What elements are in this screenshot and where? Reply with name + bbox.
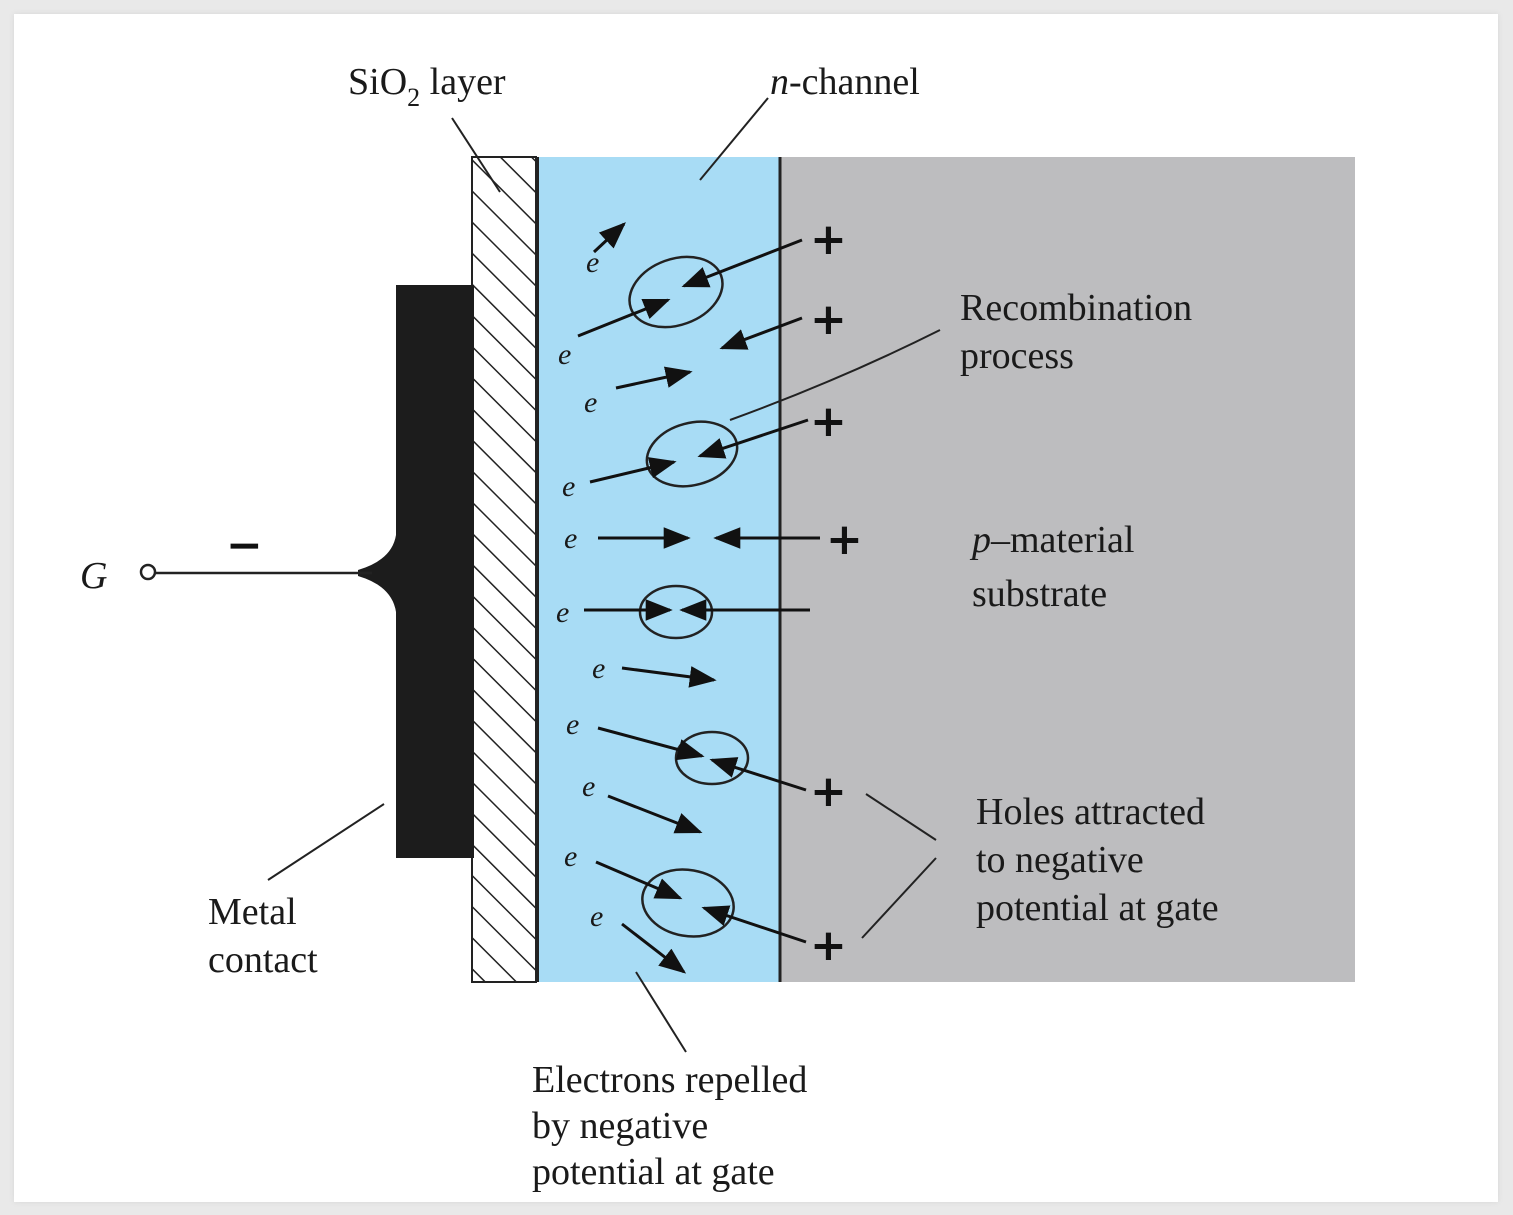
gate-flare — [358, 535, 396, 612]
electrons-line-2: by negative — [532, 1105, 708, 1147]
electron-symbol: e — [566, 708, 579, 741]
sio2-leader — [451, 117, 501, 193]
n-channel-region — [538, 157, 780, 982]
hole-arrow — [709, 757, 807, 792]
metal-line-2: contact — [208, 939, 318, 981]
electron-symbol: e — [584, 386, 597, 419]
metal-leader — [267, 803, 385, 881]
hole-arrow — [697, 418, 809, 459]
recombination-label: Recombination process — [960, 287, 1202, 377]
substrate-label: substrate — [972, 573, 1107, 615]
hole-symbol: + — [810, 214, 847, 265]
p-material-label: p–material — [969, 519, 1134, 561]
n-channel-leader — [699, 97, 769, 181]
recombination-leader — [729, 329, 941, 421]
p-material-rest: –material — [990, 519, 1134, 561]
electron-symbol: e — [562, 470, 575, 503]
carrier-arrows — [577, 222, 820, 974]
electron-arrow — [595, 860, 683, 900]
hole-symbol: + — [810, 920, 847, 971]
holes-leader — [861, 793, 937, 939]
electrons-line-3: potential at gate — [532, 1151, 775, 1193]
p-substrate-region — [780, 157, 1355, 982]
electron-symbol: e — [592, 652, 605, 685]
gate-label: G — [80, 555, 107, 597]
metal-line-1: Metal — [208, 891, 297, 933]
electrons-line-1: Electrons repelled — [532, 1059, 807, 1101]
hole-symbol: + — [810, 396, 847, 447]
holes-line-2: to negative — [976, 839, 1144, 881]
sio2-label: SiO2 layer — [348, 61, 506, 112]
hole-symbol: + — [810, 294, 847, 345]
metal-contact — [396, 285, 474, 858]
hole-arrow — [719, 316, 803, 350]
sio2-layer — [471, 156, 537, 983]
electrons-leader — [635, 971, 687, 1053]
electron-arrow — [607, 794, 703, 834]
hole-symbol: + — [826, 514, 863, 565]
electron-symbol: e — [556, 596, 569, 629]
electron-arrow — [597, 726, 705, 761]
electrons: e e e e e e e e e e e — [556, 246, 605, 933]
recombination-ellipse — [628, 255, 724, 329]
electron-arrow — [592, 222, 626, 254]
sio2-label-subscript: 2 — [407, 83, 420, 112]
holes-label: Holes attracted to negative potential at… — [976, 791, 1219, 929]
electron-arrow — [589, 457, 677, 484]
n-channel-label-italic: n — [770, 61, 789, 103]
holes-line-3: potential at gate — [976, 887, 1219, 929]
recombination-ellipse — [645, 420, 739, 488]
electron-arrow — [621, 922, 687, 974]
recombination-ellipse — [638, 584, 714, 640]
recombination-ellipse — [641, 868, 735, 938]
electrons-label: Electrons repelled by negative potential… — [532, 1059, 817, 1193]
electron-arrow — [615, 366, 693, 390]
holes: + + + + + + — [810, 214, 863, 971]
hole-arrow — [701, 905, 807, 944]
metal-contact-label: Metal contact — [208, 891, 318, 981]
electron-symbol: e — [590, 900, 603, 933]
sio2-label-main: SiO — [348, 61, 407, 103]
p-material-italic: p — [969, 519, 991, 561]
electron-arrow — [577, 298, 671, 338]
hole-arrow — [681, 238, 803, 288]
electron-arrow — [621, 666, 717, 688]
recombination-line-1: Recombination — [960, 287, 1192, 329]
n-channel-label-rest: -channel — [789, 61, 920, 103]
holes-line-1: Holes attracted — [976, 791, 1205, 833]
gate-terminal — [139, 563, 157, 581]
electron-symbol: e — [586, 246, 599, 279]
n-channel-label: n-channel — [770, 61, 920, 103]
electron-symbol: e — [564, 522, 577, 555]
recombination-line-2: process — [960, 335, 1074, 377]
hole-symbol: + — [810, 766, 847, 817]
electron-symbol: e — [564, 840, 577, 873]
sio2-label-rest: layer — [420, 61, 506, 103]
gate-negative-sign: − — [226, 520, 263, 571]
electron-symbol: e — [582, 770, 595, 803]
electron-symbol: e — [558, 338, 571, 371]
